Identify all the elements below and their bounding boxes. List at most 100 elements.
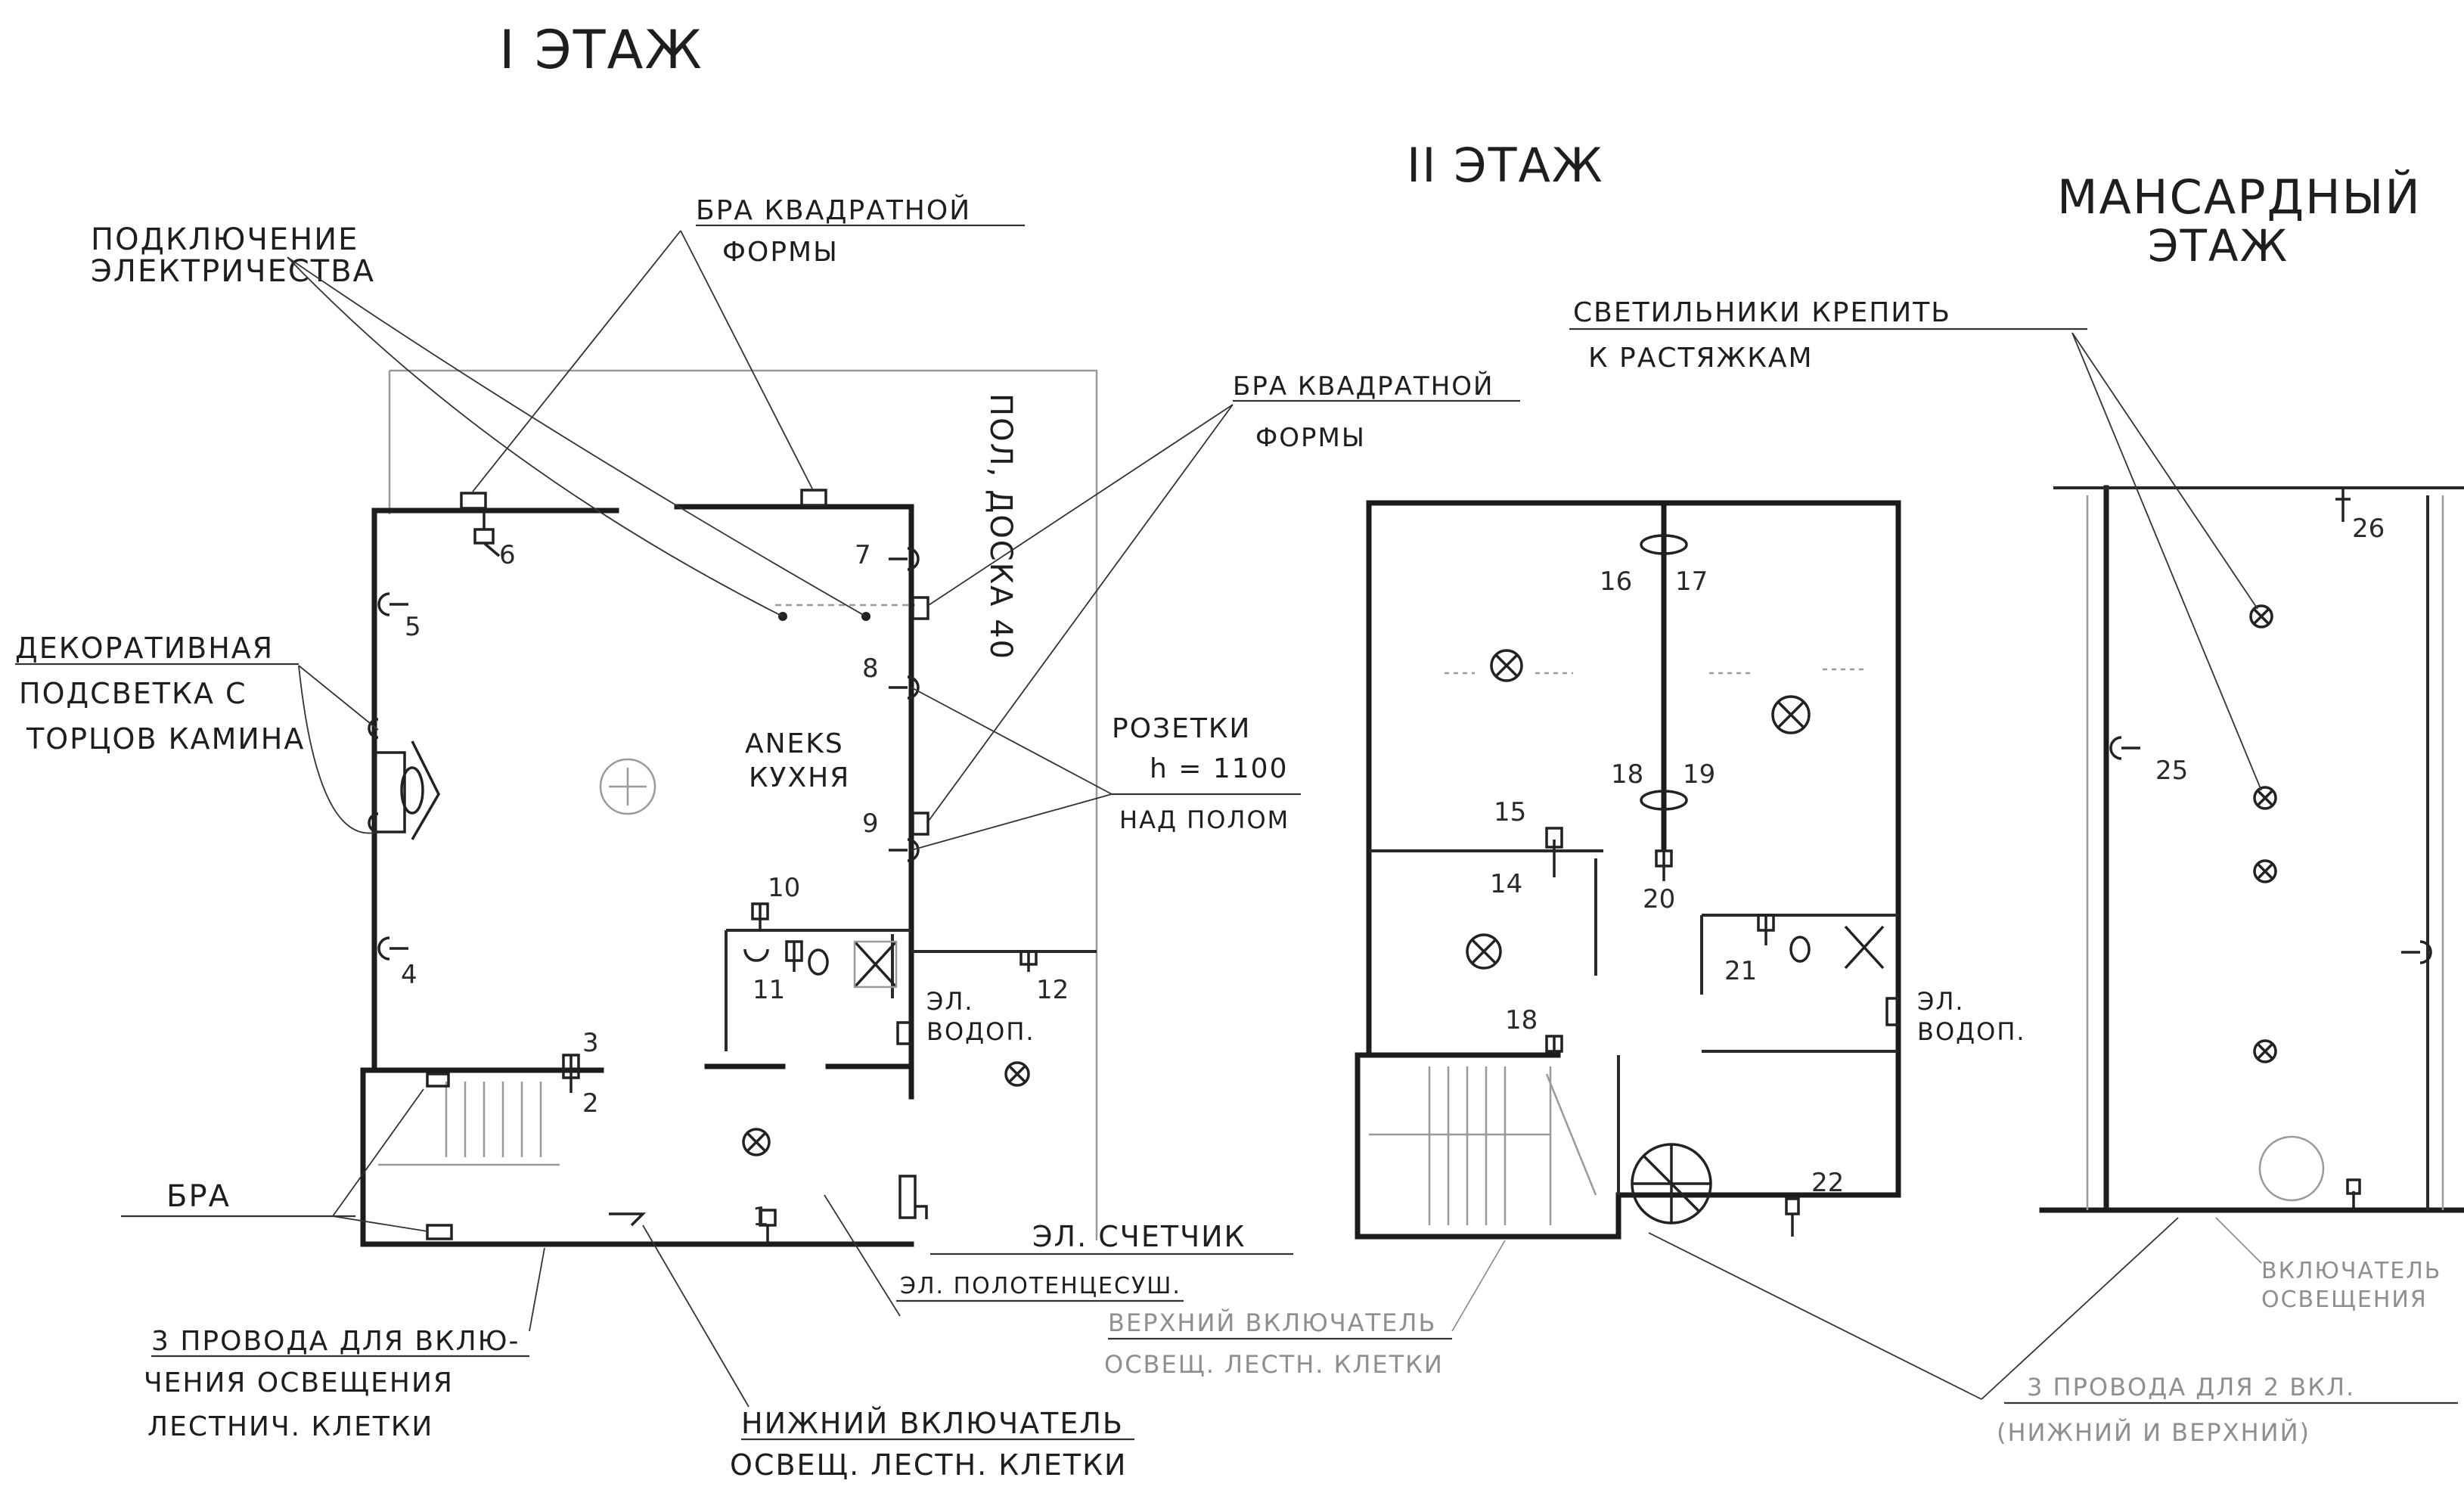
label-three-wires: ЧЕНИЯ ОСВЕЩЕНИЯ bbox=[144, 1367, 454, 1398]
ceiling-lamp-icon bbox=[2253, 1039, 2277, 1063]
label-attic-wires: 3 ПРОВОДА ДЛЯ 2 ВКЛ. bbox=[2027, 1373, 2355, 1401]
point-number: 21 bbox=[1724, 956, 1757, 986]
point-number: 20 bbox=[1643, 884, 1675, 914]
switch-icon bbox=[1545, 1035, 1563, 1055]
label-towel-dryer: ЭЛ. ПОЛОТЕНЦЕСУШ. bbox=[900, 1273, 1181, 1299]
title-attic-line1: МАНСАРДНЫЙ bbox=[2057, 169, 2422, 225]
ceiling-lamp-icon bbox=[1490, 649, 1523, 682]
point-number: 15 bbox=[1494, 797, 1526, 827]
label-meter: ЭЛ. СЧЕТЧИК bbox=[1032, 1220, 1246, 1253]
ceiling-lamp-icon bbox=[2253, 859, 2277, 883]
wall-sconce-icon bbox=[911, 812, 929, 836]
point-number: 11 bbox=[753, 975, 785, 1005]
point-number: 8 bbox=[862, 653, 879, 684]
socket-icon bbox=[377, 936, 408, 961]
point-number: 14 bbox=[1490, 869, 1522, 899]
fireplace-light-icon bbox=[368, 812, 379, 833]
label-attic-switch: ОСВЕЩЕНИЯ bbox=[2261, 1287, 2428, 1313]
ceiling-lamp-icon bbox=[1771, 695, 1811, 734]
label-sockets: НАД ПОЛОМ bbox=[1119, 805, 1289, 834]
switch-icon bbox=[2335, 488, 2351, 522]
point-number: 18 bbox=[1611, 759, 1643, 790]
title-first-floor: I ЭТАЖ bbox=[499, 19, 703, 81]
switch-icon bbox=[1757, 914, 1775, 945]
ceiling-lamp-icon bbox=[599, 758, 656, 815]
water-heater-label: ВОДОП. bbox=[926, 1017, 1035, 1046]
fireplace-light-icon bbox=[368, 718, 379, 739]
socket-icon bbox=[377, 592, 408, 616]
point-number: 4 bbox=[401, 960, 417, 990]
floor-board-note: ПОЛ, ДОСКА 40 bbox=[983, 393, 1018, 660]
label-sockets: РОЗЕТКИ bbox=[1112, 713, 1251, 744]
label-decorative-lighting: ДЕКОРАТИВНАЯ bbox=[15, 632, 274, 665]
room-label-kitchen: КУХНЯ bbox=[749, 762, 850, 793]
fireplace-icon bbox=[373, 740, 440, 840]
label-lamps: К РАСТЯЖКАМ bbox=[1588, 343, 1814, 374]
wall-sconce-icon bbox=[911, 596, 929, 620]
switch-icon bbox=[1545, 827, 1563, 877]
socket-icon bbox=[889, 838, 920, 862]
wall-sconce-icon bbox=[1640, 534, 1688, 555]
label-attic-switch: ВКЛЮЧАТЕЛЬ bbox=[2261, 1258, 2441, 1284]
switch-icon bbox=[751, 902, 769, 930]
wall-sconce-icon bbox=[460, 492, 487, 510]
point-number: 6 bbox=[499, 540, 516, 570]
water-heater-label: ЭЛ. bbox=[926, 987, 974, 1016]
wall-sconce-icon bbox=[426, 1224, 453, 1240]
label-decorative-lighting: ТОРЦОВ КАМИНА bbox=[26, 722, 305, 756]
point-number: 9 bbox=[862, 809, 879, 839]
point-number: 17 bbox=[1675, 566, 1708, 597]
label-sconce-square: ФОРМЫ bbox=[1255, 423, 1366, 453]
socket-icon bbox=[2109, 736, 2140, 760]
towel-dryer-icon bbox=[609, 1212, 647, 1227]
point-number: 1 bbox=[753, 1202, 769, 1232]
socket-icon bbox=[889, 675, 920, 700]
spiral-stair-icon bbox=[2258, 1135, 2325, 1202]
title-attic-line2: ЭТАЖ bbox=[2148, 220, 2289, 272]
room-label-annex: ANEKS bbox=[745, 728, 844, 759]
switch-icon bbox=[785, 940, 803, 972]
wall-sconce-icon bbox=[426, 1072, 450, 1088]
switch-icon bbox=[2346, 1178, 2361, 1210]
label-attic-wires: (НИЖНИЙ И ВЕРХНИЙ) bbox=[1997, 1418, 2310, 1447]
water-heater-icon bbox=[896, 1021, 911, 1045]
bath-fixtures-icon bbox=[743, 940, 898, 989]
title-second-floor: II ЭТАЖ bbox=[1407, 138, 1604, 193]
second-floor-plan: 16 17 18 19 15 14 20 21 22 18 ЭЛ. ВОДОП. bbox=[1355, 500, 2026, 1240]
switch-icon bbox=[1785, 1197, 1800, 1237]
point-number: 16 bbox=[1600, 566, 1632, 597]
label-upper-switch: ОСВЕЩ. ЛЕСТН. КЛЕТКИ bbox=[1104, 1350, 1444, 1379]
point-number: 18 bbox=[1505, 1005, 1538, 1035]
label-lower-switch: ОСВЕЩ. ЛЕСТН. КЛЕТКИ bbox=[730, 1448, 1127, 1482]
attic-plan: 26 25 bbox=[2039, 485, 2464, 1213]
ceiling-lamp-icon bbox=[2249, 604, 2273, 629]
point-number: 22 bbox=[1811, 1168, 1844, 1198]
meter-icon bbox=[898, 1175, 928, 1219]
wall-sconce-icon bbox=[1640, 790, 1688, 811]
label-power-connection: ЭЛЕКТРИЧЕСТВА bbox=[91, 254, 375, 289]
label-three-wires: 3 ПРОВОДА ДЛЯ ВКЛЮ- bbox=[151, 1326, 520, 1357]
point-number: 5 bbox=[405, 612, 421, 642]
point-number: 26 bbox=[2352, 514, 2385, 544]
switch-icon bbox=[562, 1054, 580, 1093]
label-sconce-square: БРА КВАДРАТНОЙ bbox=[1233, 371, 1494, 402]
water-heater-label: ЭЛ. bbox=[1917, 987, 1965, 1016]
water-heater-label: ВОДОП. bbox=[1917, 1017, 2026, 1046]
socket-icon bbox=[2401, 940, 2432, 964]
switch-icon bbox=[1019, 950, 1038, 972]
spiral-stair-icon bbox=[1631, 1143, 1712, 1225]
label-upper-switch: ВЕРХНИЙ ВКЛЮЧАТЕЛЬ bbox=[1108, 1308, 1436, 1337]
bath-fixtures-icon bbox=[1789, 925, 1885, 970]
label-sconce-square: БРА КВАДРАТНОЙ bbox=[696, 194, 971, 226]
point-number: 25 bbox=[2155, 756, 2188, 786]
label-lamps: СВЕТИЛЬНИКИ КРЕПИТЬ bbox=[1573, 297, 1951, 328]
ceiling-lamp-icon bbox=[742, 1128, 771, 1156]
ceiling-lamp-icon bbox=[2253, 786, 2277, 810]
water-heater-icon bbox=[1885, 997, 1900, 1026]
point-number: 10 bbox=[768, 873, 800, 903]
label-sconce: БРА bbox=[166, 1179, 231, 1214]
point-number: 3 bbox=[582, 1028, 599, 1058]
label-sconce-square: ФОРМЫ bbox=[722, 237, 839, 268]
